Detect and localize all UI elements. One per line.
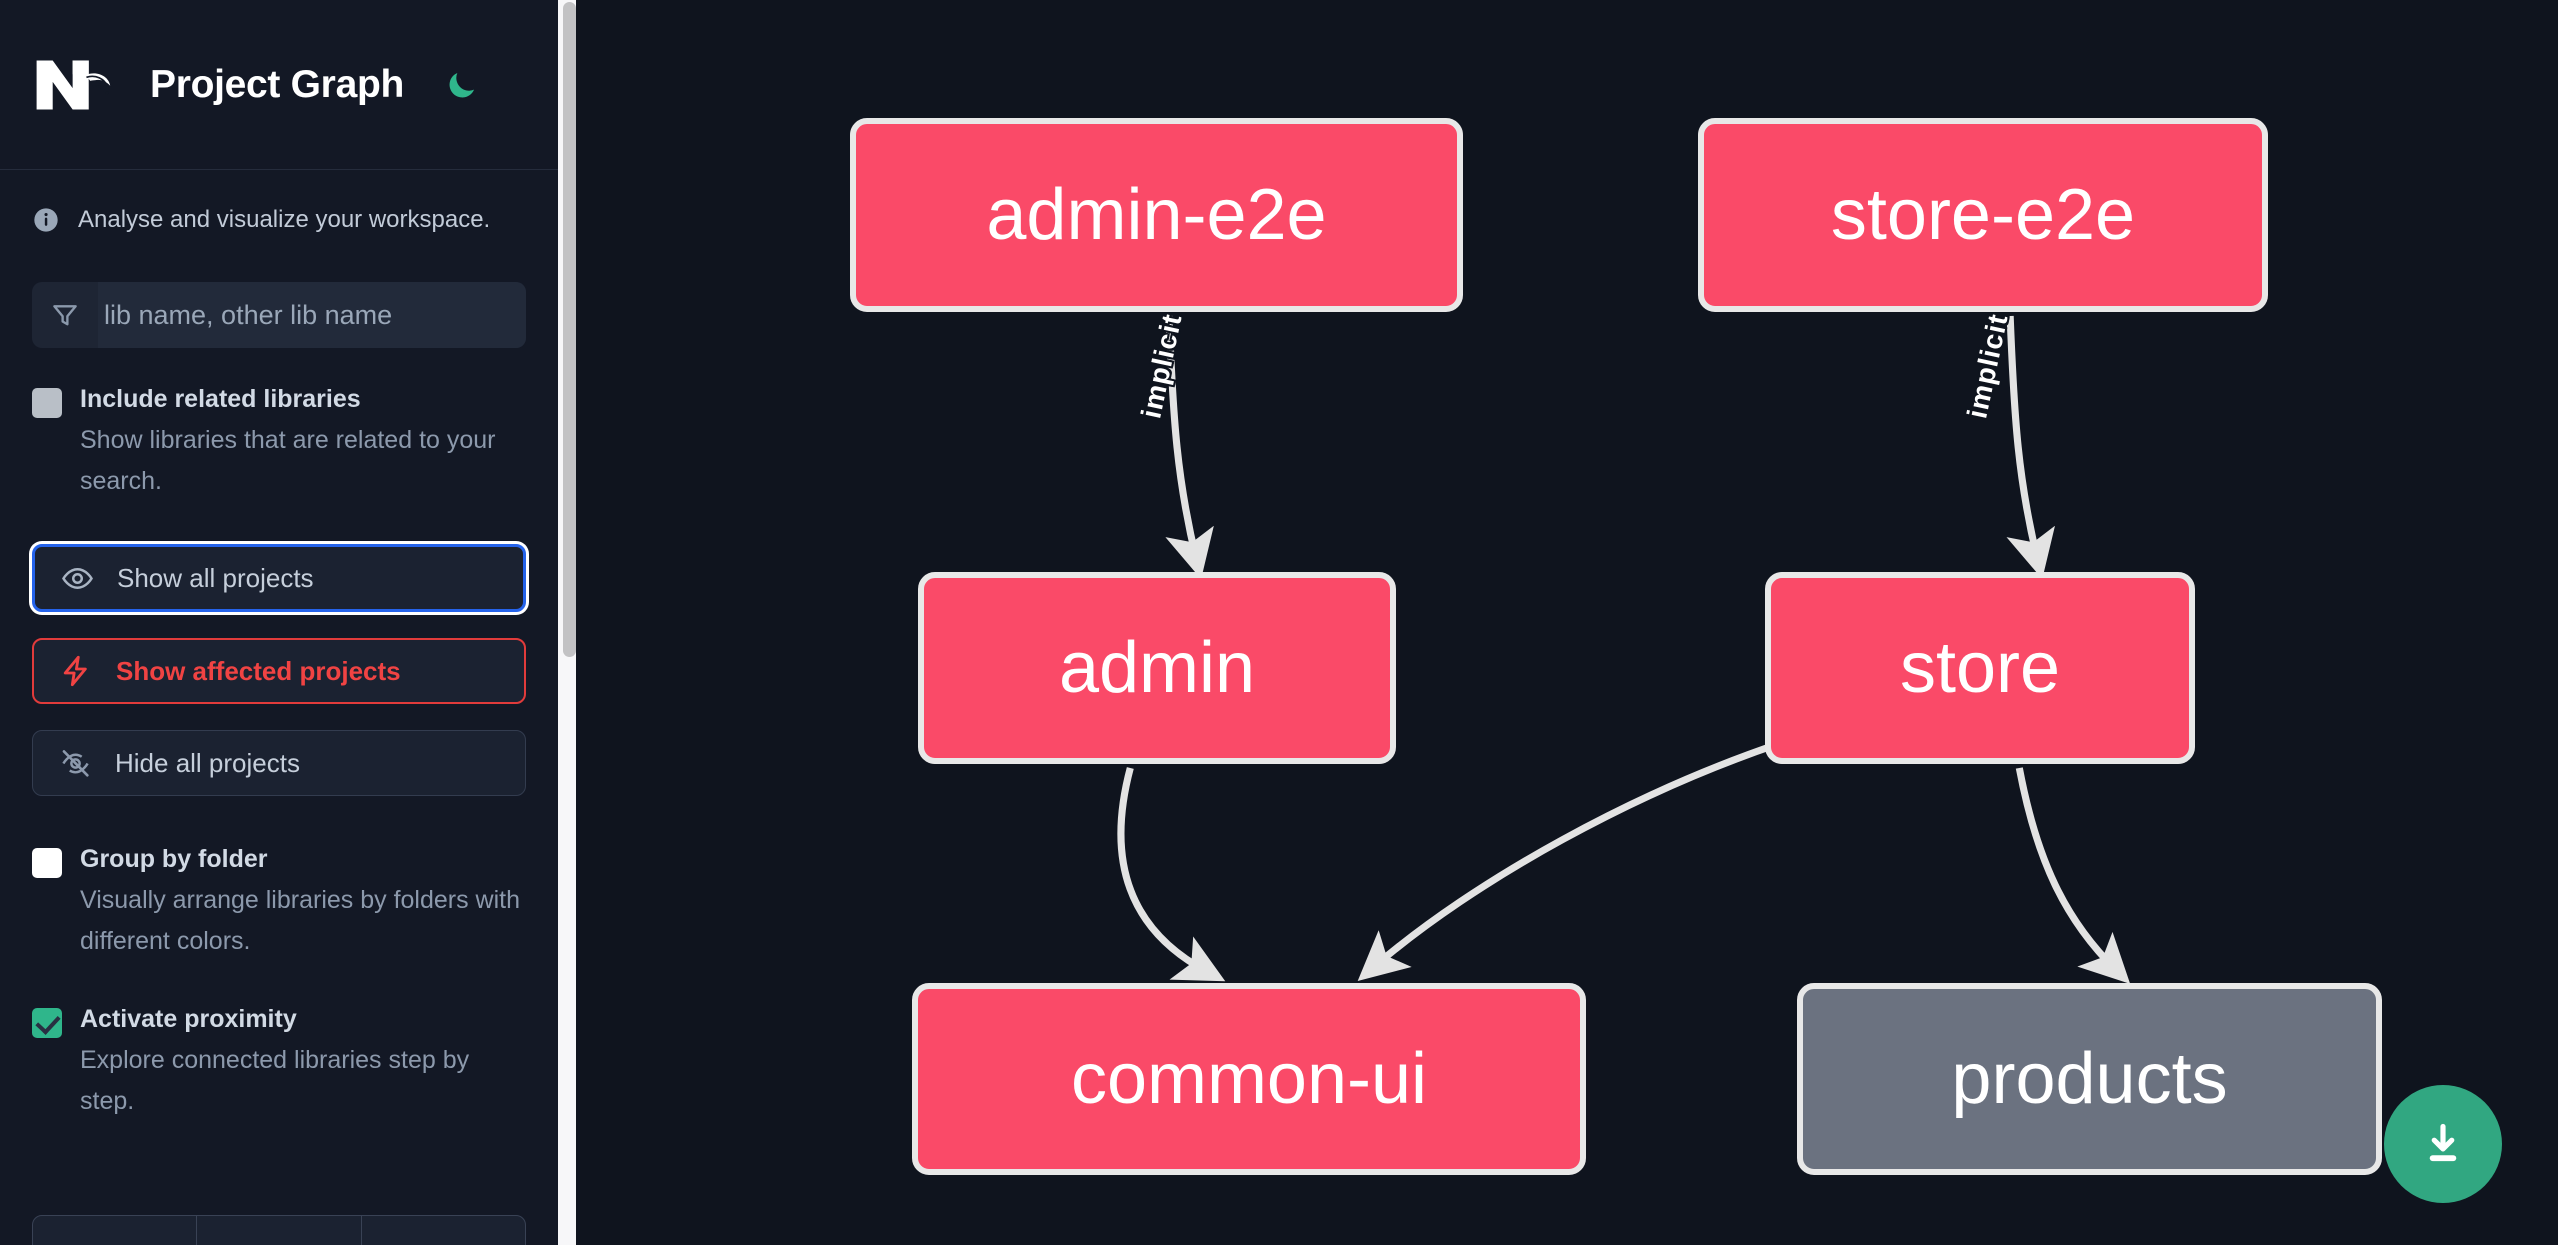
filter-box xyxy=(32,282,526,348)
info-banner-text: Analyse and visualize your workspace. xyxy=(78,206,491,233)
nx-logo xyxy=(32,54,124,116)
graph-node-admin[interactable]: admin xyxy=(918,572,1396,764)
node-label: store-e2e xyxy=(1830,175,2136,255)
eye-icon xyxy=(59,560,95,596)
hide-all-projects-button[interactable]: Hide all projects xyxy=(32,730,526,796)
edge-store-to-common-ui xyxy=(1357,736,1792,981)
segment-3[interactable] xyxy=(362,1216,525,1245)
option-description: Show libraries that are related to your … xyxy=(80,426,496,495)
sidebar-scrollbar-thumb[interactable] xyxy=(563,2,576,657)
show-all-projects-label: Show all projects xyxy=(117,562,314,593)
node-label: common-ui xyxy=(1070,1039,1428,1119)
node-label: products xyxy=(1951,1039,2228,1119)
checkbox-activate-proximity[interactable] xyxy=(32,1008,62,1038)
download-button[interactable] xyxy=(2384,1085,2502,1203)
segment-1[interactable] xyxy=(33,1216,198,1245)
funnel-filter-icon xyxy=(32,282,98,348)
sidebar: Project Graph Analyse and visualize your… xyxy=(0,0,558,1245)
eye-off-icon xyxy=(57,745,93,781)
show-affected-projects-button[interactable]: Show affected projects xyxy=(32,638,526,704)
edge-store-e2e-to-store xyxy=(2006,315,2055,580)
download-icon xyxy=(2429,1123,2457,1162)
node-label: admin-e2e xyxy=(986,175,1327,255)
option-label: Activate proximity xyxy=(80,1005,297,1033)
option-description: Visually arrange libraries by folders wi… xyxy=(80,886,521,955)
info-circle-icon xyxy=(32,206,60,234)
graph-node-products[interactable]: products xyxy=(1797,983,2382,1175)
graph-edges xyxy=(1117,315,2131,984)
search-input[interactable] xyxy=(98,282,526,348)
node-label: admin xyxy=(1058,628,1256,708)
lightning-bolt-icon xyxy=(58,653,94,689)
option-include-related-libraries[interactable]: Include related libraries Show libraries… xyxy=(32,384,526,502)
graph-canvas[interactable]: admin-e2e store-e2e admin store common-u… xyxy=(558,0,2558,1245)
checkbox-include-related-libraries[interactable] xyxy=(32,388,62,418)
graph-node-admin-e2e[interactable]: admin-e2e xyxy=(850,118,1463,312)
segmented-control[interactable] xyxy=(32,1215,526,1245)
checkbox-group-by-folder[interactable] xyxy=(32,848,62,878)
option-label: Group by folder xyxy=(80,845,268,873)
show-affected-projects-label: Show affected projects xyxy=(116,655,401,686)
option-group-by-folder[interactable]: Group by folder Visually arrange librari… xyxy=(32,844,526,962)
graph-node-common-ui[interactable]: common-ui xyxy=(912,983,1586,1175)
sidebar-scrollbar-track[interactable] xyxy=(558,0,576,1245)
info-banner: Analyse and visualize your workspace. xyxy=(32,170,526,248)
sidebar-header: Project Graph xyxy=(0,0,558,170)
node-label: store xyxy=(1899,628,2061,708)
edge-store-to-products xyxy=(2015,767,2131,984)
sidebar-body: Analyse and visualize your workspace. In… xyxy=(0,170,558,1122)
edge-admin-to-common-ui xyxy=(1117,767,1226,982)
page-title: Project Graph xyxy=(150,62,404,106)
option-activate-proximity[interactable]: Activate proximity Explore connected lib… xyxy=(32,1004,526,1122)
graph-node-store[interactable]: store xyxy=(1765,572,2195,764)
segment-2[interactable] xyxy=(197,1216,362,1245)
moon-icon[interactable] xyxy=(442,65,482,105)
show-all-projects-button[interactable]: Show all projects xyxy=(32,544,526,612)
edge-admin-e2e-to-admin xyxy=(1165,315,1214,580)
graph-node-store-e2e[interactable]: store-e2e xyxy=(1698,118,2268,312)
option-description: Explore connected libraries step by step… xyxy=(80,1046,470,1115)
option-label: Include related libraries xyxy=(80,385,361,413)
hide-all-projects-label: Hide all projects xyxy=(115,747,300,778)
